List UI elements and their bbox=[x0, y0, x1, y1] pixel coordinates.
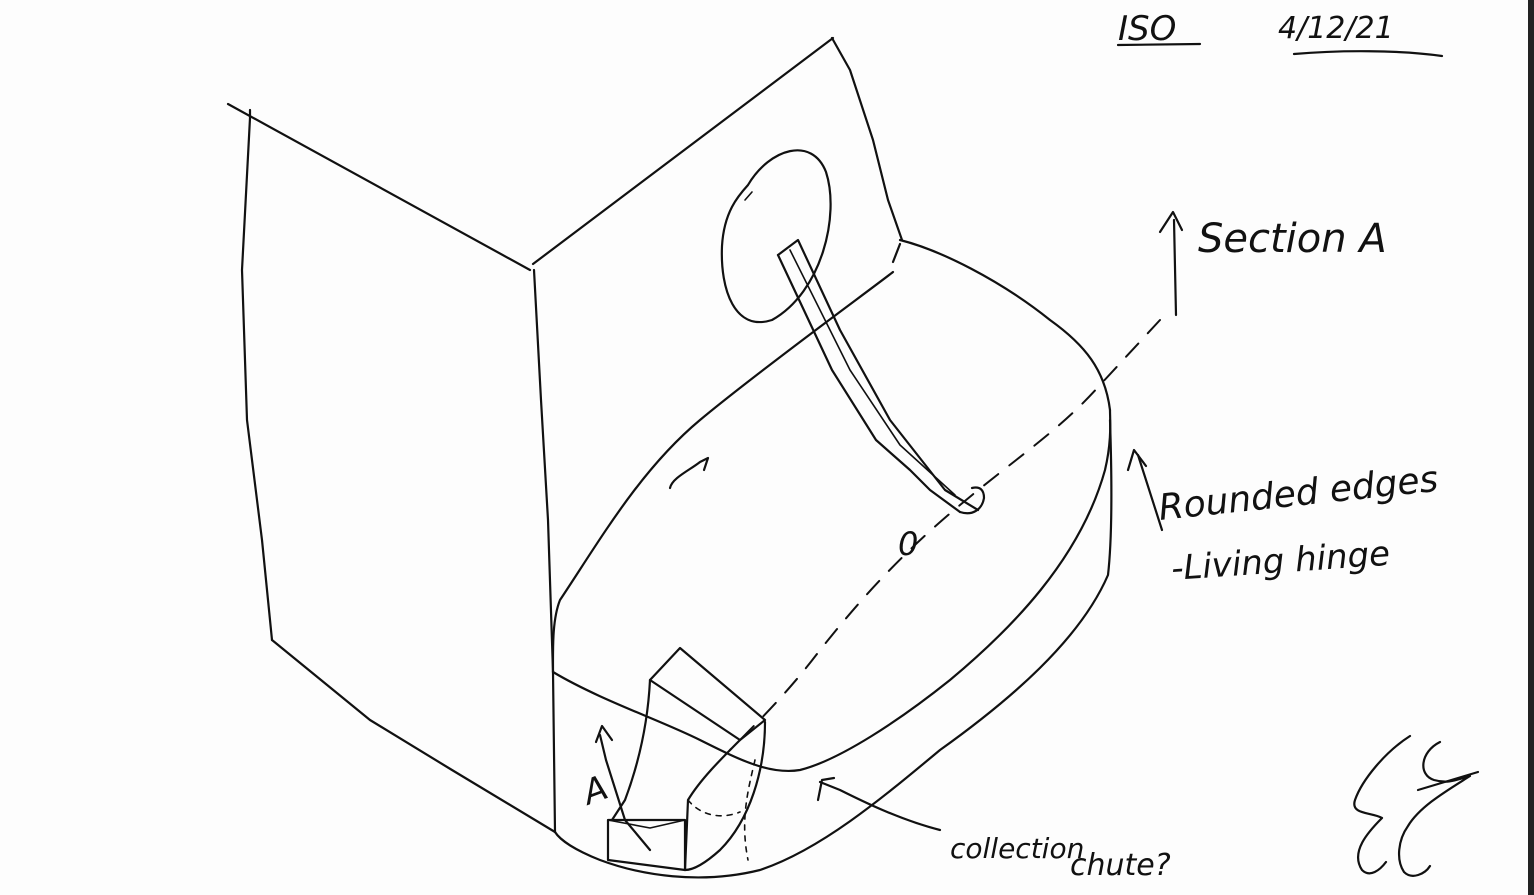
left-panel-bottom-edge bbox=[270, 638, 557, 834]
section-a-arrowhead bbox=[594, 724, 614, 744]
base-front-left-edge bbox=[551, 670, 557, 834]
section-a-marker: A bbox=[576, 768, 613, 814]
lever-left-edge bbox=[776, 253, 962, 514]
chute-outlet-lip bbox=[607, 819, 686, 829]
back-panel-right-edge bbox=[830, 36, 904, 242]
lever-center-line bbox=[789, 249, 956, 496]
sketch-date: 4/12/21 bbox=[1278, 11, 1394, 46]
rounded-edges-arrow-shaft bbox=[1136, 453, 1164, 532]
chute-label: chute? bbox=[1070, 848, 1171, 883]
lever-tip bbox=[958, 486, 986, 515]
date-underline bbox=[1292, 50, 1444, 58]
view-label: ISO bbox=[1118, 9, 1176, 49]
signature-mark bbox=[1353, 734, 1480, 877]
chute-curve bbox=[683, 720, 767, 872]
rounded-edges-arrow-head bbox=[1126, 448, 1148, 472]
oval-tick bbox=[744, 191, 753, 201]
base-small-tab bbox=[668, 456, 710, 490]
rounded-edges-label: Rounded edges bbox=[1157, 459, 1440, 529]
hinge-centerline bbox=[729, 319, 1161, 751]
section-arrow-shaft bbox=[1172, 218, 1178, 317]
base-corner-notch bbox=[891, 242, 902, 264]
view-label-underline bbox=[1116, 42, 1202, 47]
collection-arrow-head bbox=[816, 776, 836, 802]
chute-outlet bbox=[606, 818, 687, 872]
collection-label: collection bbox=[950, 832, 1084, 865]
section-arrow-head bbox=[1158, 210, 1184, 234]
center-fold-edge bbox=[532, 268, 555, 674]
button-mark: 0 bbox=[898, 525, 918, 563]
page-edge bbox=[1528, 0, 1534, 895]
chute-left-edge bbox=[610, 678, 652, 822]
collection-arrow-shaft bbox=[818, 780, 942, 832]
left-panel-top-edge bbox=[226, 102, 532, 272]
chute-hidden-line-2 bbox=[687, 799, 741, 817]
lever-right-edge bbox=[776, 238, 980, 512]
chute-inner-edge bbox=[683, 738, 742, 872]
oval-opening bbox=[720, 149, 832, 324]
living-hinge-label: -Living hinge bbox=[1170, 534, 1391, 589]
back-panel-top-edge bbox=[531, 36, 835, 266]
base-bottom-edge bbox=[553, 418, 1113, 879]
base-front-edge bbox=[551, 408, 1112, 772]
chute-top bbox=[648, 646, 767, 742]
base-top-back-edge bbox=[898, 238, 1112, 412]
base-top-left-edge bbox=[551, 270, 895, 674]
chute-hidden-line bbox=[743, 759, 756, 861]
left-panel-left-edge bbox=[240, 108, 274, 642]
section-a-cut-line bbox=[598, 733, 652, 852]
section-label: Section A bbox=[1198, 216, 1387, 262]
